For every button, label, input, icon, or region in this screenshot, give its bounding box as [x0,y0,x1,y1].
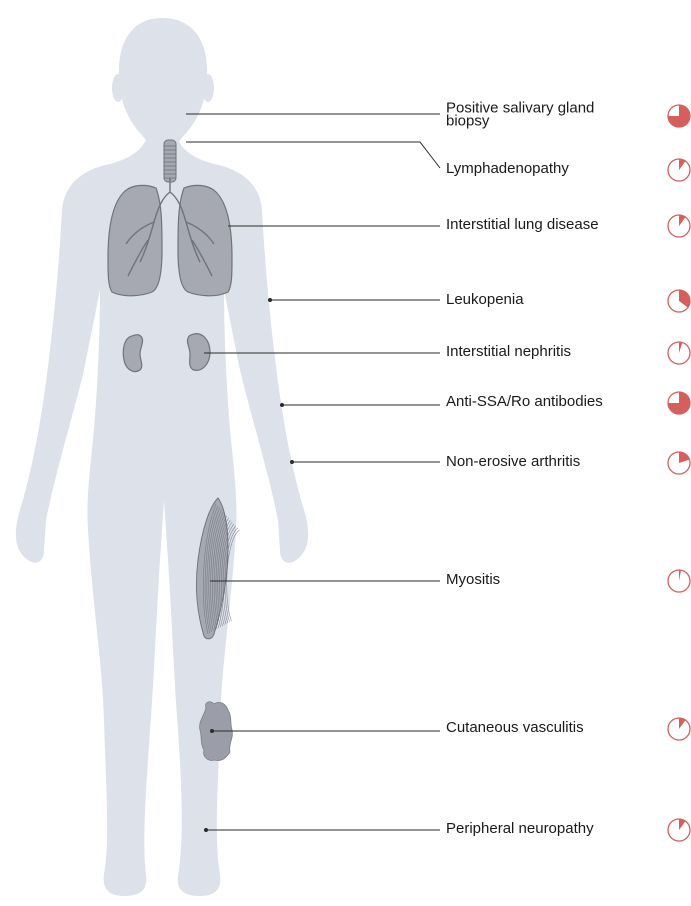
right-ear [202,74,214,102]
left-ear [112,74,124,102]
manifestation-label-line: Peripheral neuropathy [446,820,594,837]
prevalence-pie [668,452,690,474]
trachea-icon [164,140,176,182]
callout-dot [290,460,294,464]
manifestation-label: Myositis [446,571,500,588]
manifestation-label: Anti-SSA/Ro antibodies [446,393,603,410]
manifestation-label: Lymphadenopathy [446,160,569,177]
left-kidney [123,335,142,372]
manifestation-label-line: Anti-SSA/Ro antibodies [446,393,603,410]
prevalence-pie [668,718,690,740]
prevalence-pie [668,215,690,237]
female-body-silhouette [16,18,308,896]
manifestation-label: Interstitial nephritis [446,343,571,360]
prevalence-pie [668,342,690,364]
manifestation-label: Non-erosive arthritis [446,453,580,470]
manifestation-label-line: biopsy [446,113,490,130]
manifestation-label-line: Interstitial lung disease [446,216,599,233]
manifestation-label-line: Non-erosive arthritis [446,453,580,470]
prevalence-pie [668,105,690,127]
callout-dot [210,729,214,733]
prevalence-pie [668,819,690,841]
callout-line [186,142,440,168]
prevalence-pies [668,105,690,841]
callout-dot [268,298,272,302]
callout-dot [280,403,284,407]
manifestation-label-line: Cutaneous vasculitis [446,719,584,736]
right-kidney [187,334,210,371]
manifestation-label-line: Myositis [446,571,500,588]
manifestation-label-line: Interstitial nephritis [446,343,571,360]
manifestation-label: Cutaneous vasculitis [446,719,584,736]
manifestation-label-line: Leukopenia [446,291,524,308]
prevalence-pie [668,570,690,592]
manifestation-label: Leukopenia [446,291,524,308]
manifestation-label: Peripheral neuropathy [446,820,594,837]
prevalence-pie [668,290,690,312]
prevalence-pie [668,392,690,414]
prevalence-pie [668,159,690,181]
manifestation-label: Interstitial lung disease [446,216,599,233]
callout-dot [204,828,208,832]
manifestation-label-line: Lymphadenopathy [446,160,569,177]
